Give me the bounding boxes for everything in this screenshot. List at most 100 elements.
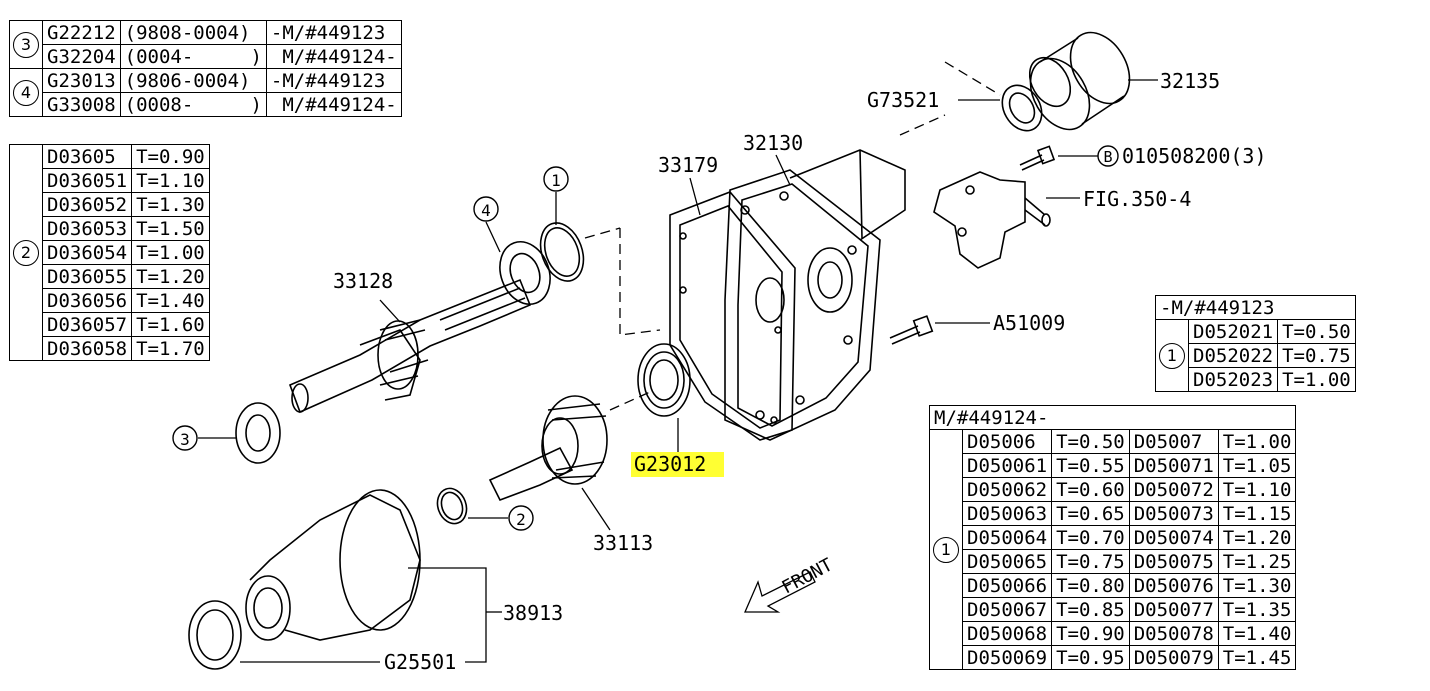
- part-number: D050068: [961, 621, 1053, 646]
- thickness: T=0.85: [1051, 597, 1130, 622]
- bolt-A51009: [889, 315, 934, 345]
- label-G73521: G73521: [867, 88, 939, 112]
- serial-range: -M/#449123: [265, 20, 402, 45]
- key-circle-4: 4: [13, 79, 39, 106]
- bolt-b-label: B: [1103, 148, 1112, 166]
- serial-range: M/#449124-: [265, 92, 402, 117]
- key-circle-1: 1: [1159, 342, 1185, 369]
- part-number: D05006: [961, 429, 1053, 454]
- part-number: D052021: [1187, 319, 1279, 344]
- part-number: D050072: [1128, 477, 1219, 502]
- thickness: T=0.80: [1051, 573, 1130, 598]
- part-number: D036057: [41, 312, 133, 337]
- table-key-cell: 3: [9, 20, 43, 69]
- label-A51009: A51009: [993, 311, 1065, 335]
- part-number: D036053: [41, 216, 133, 241]
- shim-2: [436, 487, 468, 525]
- callout-4-label: 4: [481, 201, 491, 220]
- thickness: T=1.15: [1217, 501, 1297, 526]
- date-range: (0008- ): [119, 92, 267, 117]
- part-number: D03605: [41, 144, 133, 169]
- part-number: D036054: [41, 240, 133, 265]
- table-key-cell: 4: [9, 68, 43, 117]
- part-number: D050063: [961, 501, 1053, 526]
- thickness: T=1.40: [1217, 621, 1297, 646]
- serial-range: -M/#449123: [265, 68, 402, 93]
- highlight-box: [631, 452, 724, 477]
- callout-3-label: 3: [180, 430, 190, 449]
- bolt-010508200: [1019, 145, 1056, 171]
- callout-circle-b: [1097, 145, 1119, 167]
- label-G23012: G23012: [634, 452, 706, 476]
- part-number: G33008: [42, 92, 121, 117]
- bearing-4: [499, 241, 551, 305]
- part-number: D050065: [961, 549, 1053, 574]
- bracket-fig350: [933, 171, 1051, 269]
- thickness: T=0.75: [1277, 343, 1356, 368]
- part-number: D050067: [961, 597, 1053, 622]
- thickness: T=1.10: [131, 168, 210, 193]
- part-number: D050079: [1128, 645, 1219, 670]
- part-number: D036052: [41, 192, 133, 217]
- thickness: T=1.00: [1277, 367, 1356, 392]
- date-range: (0004- ): [119, 44, 267, 69]
- part-number: D050077: [1128, 597, 1219, 622]
- thickness: T=0.70: [1051, 525, 1130, 550]
- label-38913: 38913: [503, 601, 563, 625]
- thickness: T=0.95: [1051, 645, 1130, 670]
- thickness: T=1.60: [131, 312, 210, 337]
- thickness: T=1.10: [1217, 477, 1297, 502]
- thickness: T=1.45: [1217, 645, 1297, 670]
- key-circle-2: 2: [13, 239, 39, 266]
- callout-circle-4: [473, 196, 499, 222]
- part-number: D036051: [41, 168, 133, 193]
- thickness: T=1.20: [1217, 525, 1297, 550]
- thickness: T=1.00: [131, 240, 210, 265]
- label-010508200: 010508200(3): [1122, 144, 1267, 168]
- thickness: T=0.50: [1277, 319, 1356, 344]
- part-number: D050071: [1128, 453, 1219, 478]
- thickness: T=0.50: [1051, 429, 1130, 454]
- thickness: T=1.05: [1217, 453, 1297, 478]
- part-number: D050075: [1128, 549, 1219, 574]
- label-fig-350-4: FIG.350-4: [1083, 187, 1191, 211]
- table-key-cell: 2: [9, 144, 43, 361]
- leader-lines: [198, 79, 1158, 663]
- table-key-cell: 1: [929, 429, 963, 670]
- sleeve-32135: [1028, 31, 1131, 131]
- part-number: D050064: [961, 525, 1053, 550]
- part-number: D050066: [961, 573, 1053, 598]
- thickness: T=0.90: [131, 144, 210, 169]
- part-number: D052023: [1187, 367, 1279, 392]
- table-header: M/#449124-: [928, 405, 1297, 430]
- label-33113: 33113: [593, 531, 653, 555]
- seal-G73521: [1001, 84, 1043, 132]
- label-G25501: G25501: [384, 650, 456, 674]
- thickness: T=1.30: [131, 192, 210, 217]
- label-32135: 32135: [1160, 69, 1220, 93]
- label-32130: 32130: [743, 131, 803, 155]
- callout-circle-3: [172, 425, 198, 451]
- alignment-lines: [584, 61, 1001, 411]
- callout-1-label: 1: [551, 171, 561, 190]
- thickness: T=1.00: [1217, 429, 1297, 454]
- part-number: G23013: [42, 68, 121, 93]
- thickness: T=1.30: [1217, 573, 1297, 598]
- housing-32130: [724, 149, 906, 441]
- table-header: -M/#449123: [1155, 295, 1356, 320]
- thickness: T=0.65: [1051, 501, 1130, 526]
- thickness: T=1.50: [131, 216, 210, 241]
- housing-38913: [245, 489, 421, 641]
- bearing-3: [235, 402, 281, 464]
- key-circle-3: 3: [13, 31, 39, 58]
- part-number: G32204: [42, 44, 121, 69]
- shaft-33128: [288, 278, 532, 414]
- gasket-33179: [669, 191, 796, 441]
- front-arrow-icon: [744, 571, 816, 613]
- serial-range: M/#449124-: [265, 44, 402, 69]
- label-33128: 33128: [333, 269, 393, 293]
- date-range: (9808-0004): [119, 20, 267, 45]
- part-number: D050061: [961, 453, 1053, 478]
